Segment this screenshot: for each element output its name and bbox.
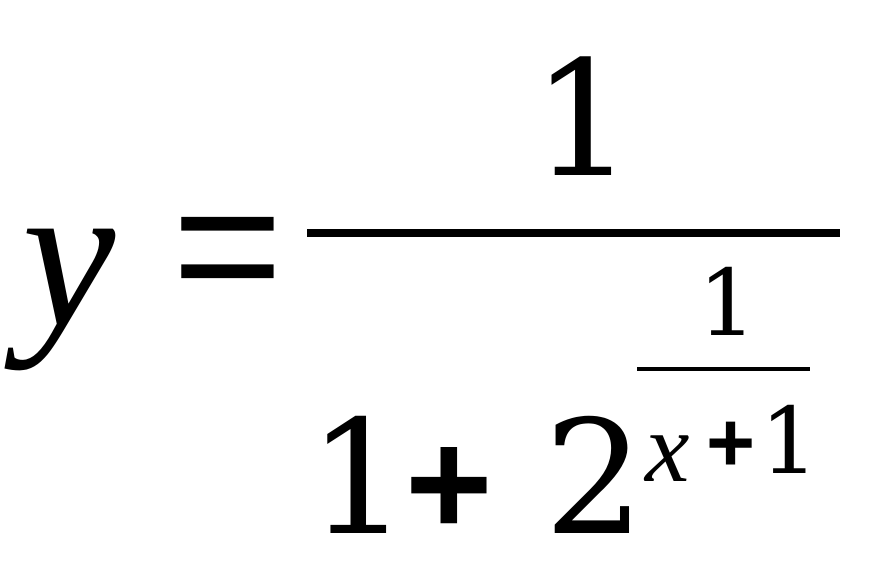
- formula-numerator: 1: [532, 26, 634, 213]
- formula-lhs-variable: y: [22, 139, 116, 371]
- denominator-one: 1: [308, 387, 409, 571]
- exponent-plus-sign: +: [706, 395, 756, 489]
- denominator-plus-sign: +: [405, 399, 493, 567]
- exponent-variable: x: [645, 392, 690, 503]
- denominator-base-two: 2: [544, 387, 645, 571]
- formula-equals-sign: =: [172, 139, 283, 351]
- exponent-constant: 1: [760, 388, 819, 495]
- exponent-numerator: 1: [698, 250, 757, 357]
- exponent-fraction-bar: [637, 367, 810, 371]
- main-fraction-bar: [307, 229, 840, 237]
